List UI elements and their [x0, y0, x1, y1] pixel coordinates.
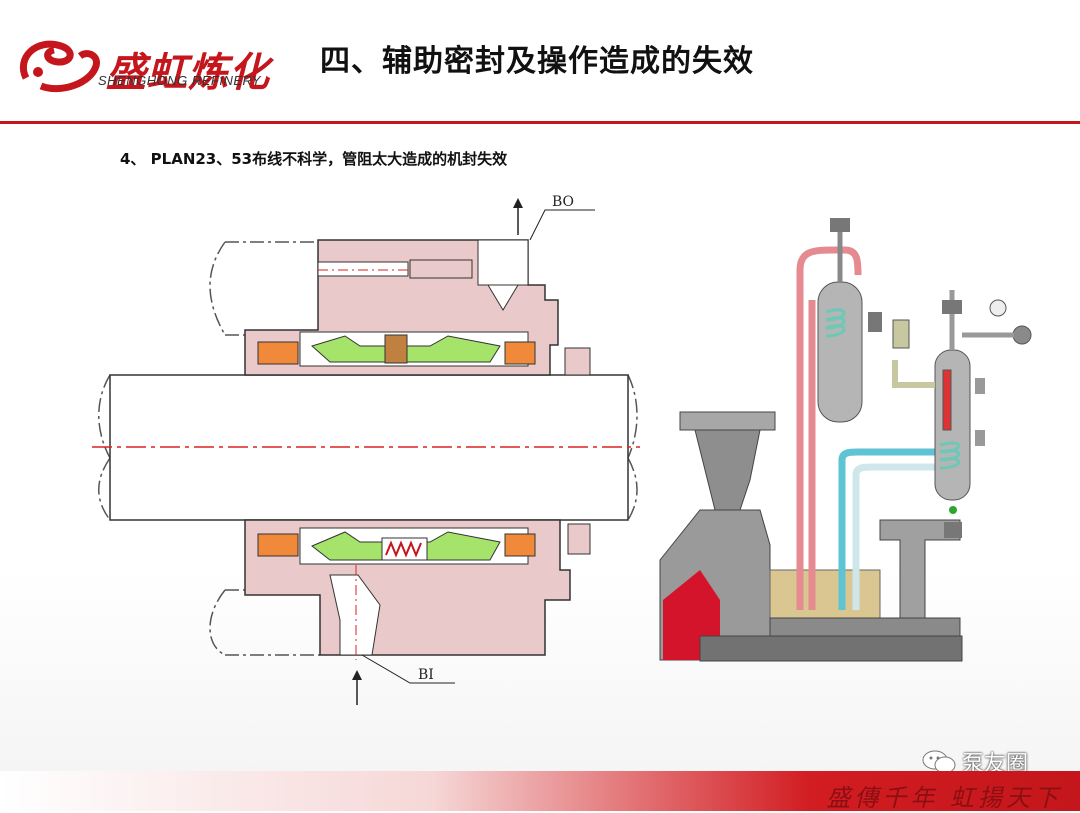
plan23-loop-piping — [796, 246, 862, 610]
wechat-icon — [922, 750, 956, 774]
outlet-label: BO — [552, 194, 574, 210]
section-subtitle: 4、 PLAN23、53布线不科学，管阻太大造成的机封失效 — [120, 150, 508, 168]
header: 盛虹炼化 SHENGHONG REFINERY 四、辅助密封及操作造成的失效 — [0, 0, 1080, 124]
company-logo: 盛虹炼化 SHENGHONG REFINERY — [16, 28, 276, 98]
page-title: 四、辅助密封及操作造成的失效 — [320, 44, 754, 79]
inlet-label: BI — [418, 667, 434, 683]
logo-icon — [20, 40, 100, 93]
valve-icon — [830, 218, 850, 232]
pressure-gauge-icon — [989, 299, 1007, 317]
seal-reservoir — [934, 349, 971, 501]
logo-chinese-name: 盛虹炼化 — [106, 49, 270, 96]
footer-bar — [0, 771, 1080, 811]
cooler-vessel — [817, 281, 863, 423]
orange-ring — [257, 341, 299, 365]
watermark: 泵友圈 — [922, 746, 1028, 778]
pump-flange — [679, 411, 776, 431]
plan53-blue-piping — [838, 448, 940, 610]
spring-icon — [385, 540, 422, 558]
header-divider — [0, 121, 1080, 124]
pump-shaft — [699, 635, 963, 662]
logo-english-name: SHENGHONG REFINERY — [98, 73, 262, 88]
footer-slogan: 盛傳千年 虹揚天下 — [826, 784, 1062, 812]
